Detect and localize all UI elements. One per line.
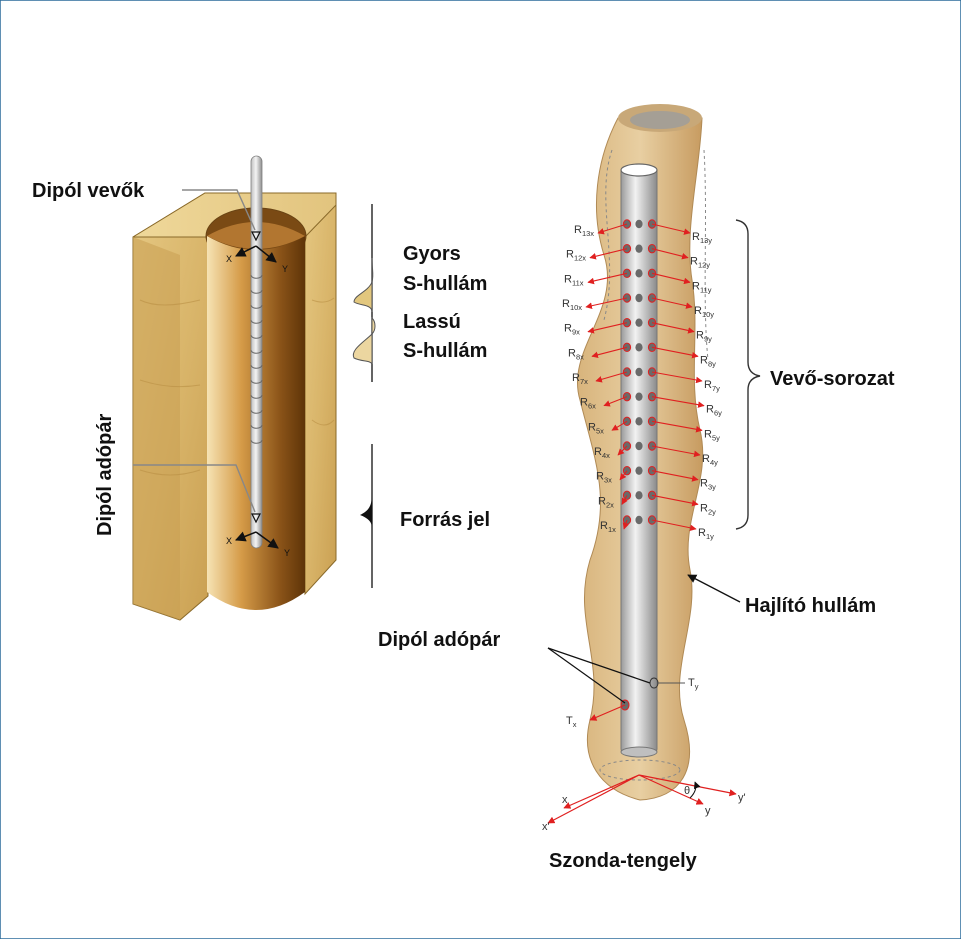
receiver-dot <box>635 491 642 499</box>
borehole-block: X Y X Y <box>133 156 336 620</box>
receiver-x-label: R8x <box>568 347 584 361</box>
receiver-y-label: R10y <box>694 305 714 319</box>
receiver-y-label: R4y <box>702 453 718 467</box>
slow-wave-label-line1: Lassú <box>403 311 461 333</box>
receiver-array-brace <box>736 220 760 529</box>
receiver-y-label: R6y <box>706 404 722 418</box>
flexural-wave-arrow <box>688 575 740 602</box>
receiver-dot <box>635 442 642 450</box>
receiver-dot <box>635 343 642 351</box>
receiver-dot <box>623 269 630 277</box>
receiver-dot <box>623 392 630 400</box>
waveform-traces <box>353 204 375 588</box>
receiver-dot <box>635 244 642 252</box>
receiver-dot <box>648 269 655 277</box>
receiver-y-label: R11y <box>692 280 712 294</box>
receiver-dot <box>623 318 630 326</box>
receiver-dot <box>635 368 642 376</box>
receiver-x-label: R12x <box>566 249 586 263</box>
receiver-y-label: R9y <box>696 330 712 344</box>
axis-x-label: x <box>562 794 568 806</box>
receiver-dot <box>635 392 642 400</box>
receiver-dot <box>635 294 642 302</box>
receiver-y-label: R2y <box>700 502 716 516</box>
receiver-y-label: R7y <box>704 379 720 393</box>
receiver-x-label: R9x <box>564 323 580 337</box>
receiver-y-label: R1y <box>698 527 714 541</box>
receiver-x-label: R13x <box>574 224 594 238</box>
receiver-dot <box>623 343 630 351</box>
axis-y-label: y <box>705 805 711 817</box>
receiver-x-label: R10x <box>562 298 582 312</box>
ty-label: Ty <box>688 677 699 691</box>
receiver-dot <box>635 417 642 425</box>
dipole-receivers-label: Dipól vevők <box>32 180 145 202</box>
lower-axis-y-label: Y <box>284 548 290 558</box>
axis-x-prime-label: x' <box>542 821 550 833</box>
lower-axis-x-label: X <box>226 536 232 546</box>
receiver-dot <box>635 516 642 524</box>
dipole-transmitter-vertical-label: Dipól adópár <box>94 414 116 536</box>
receiver-dot <box>635 220 642 228</box>
receiver-y-label: R12y <box>690 256 710 270</box>
slow-wave-label-line2: S-hullám <box>403 340 487 362</box>
receiver-dot <box>635 269 642 277</box>
probe-axis-label: Szonda-tengely <box>549 850 698 872</box>
flexural-wave-label: Hajlító hullám <box>745 595 876 617</box>
receiver-dot <box>623 417 630 425</box>
source-signal-label: Forrás jel <box>400 509 490 531</box>
receiver-dot <box>635 318 642 326</box>
upper-axis-y-label: Y <box>282 264 288 274</box>
receiver-y-label: R3y <box>700 478 716 492</box>
receiver-array-label: Vevő-sorozat <box>770 368 895 390</box>
right-dipole-transmitter-label: Dipól adópár <box>378 629 500 651</box>
tx-label: Tx <box>566 715 577 729</box>
receiver-y-label: R5y <box>704 428 720 442</box>
receiver-x-label: R11x <box>564 273 584 287</box>
upper-axis-x-label: X <box>226 254 232 264</box>
fast-wave-label-line1: Gyors <box>403 243 461 265</box>
receiver-dot <box>623 491 630 499</box>
theta-label: θ <box>684 785 690 797</box>
fast-wave-label-line2: S-hullám <box>403 273 487 295</box>
receiver-y-label: R13y <box>692 231 712 245</box>
axis-y-prime-label: y' <box>738 792 746 804</box>
receiver-dot <box>635 466 642 474</box>
